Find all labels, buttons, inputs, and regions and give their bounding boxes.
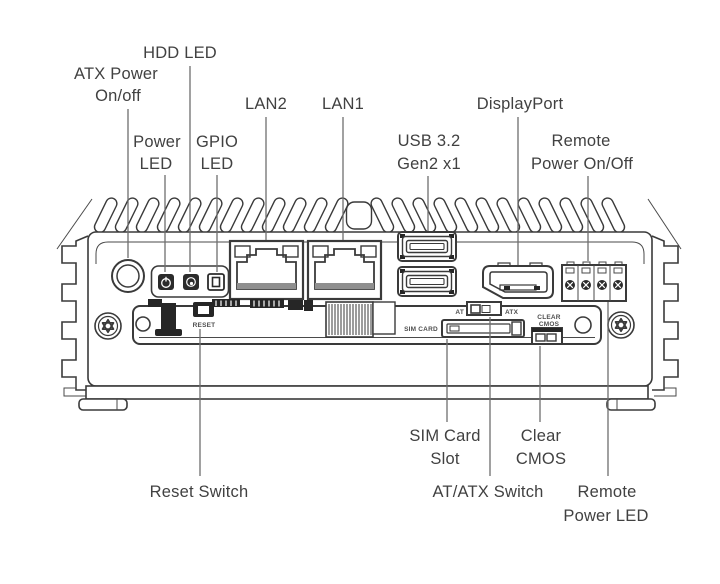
chassis-corner-right <box>647 198 682 250</box>
heatsink-fins <box>91 195 628 236</box>
remote-power-terminal-block <box>561 261 627 302</box>
heatsink-center-notch <box>345 201 373 230</box>
foot-right <box>606 398 656 411</box>
power-icon <box>161 276 171 288</box>
heatsink-block <box>325 301 396 338</box>
gpio-led-indicator <box>207 273 225 291</box>
torx-screw-left <box>94 312 122 340</box>
torx-screw-right <box>607 311 635 339</box>
label-reset-switch: Reset Switch <box>150 483 249 501</box>
sim-card-slot: SIM CARD <box>404 319 525 338</box>
label-at-atx-switch: AT/ATX Switch <box>432 483 543 501</box>
label-clear-cmos-line2: CMOS <box>516 450 566 468</box>
lan2-port <box>228 239 305 301</box>
label-atx-power-line2: On/off <box>95 87 141 105</box>
label-lan1: LAN1 <box>322 95 364 113</box>
tray-hole-left <box>135 316 151 332</box>
label-sim-card-line1: SIM Card <box>409 427 480 445</box>
clear-cmos-switch: CLEAR CMOS <box>531 314 563 345</box>
disk-activity-icon <box>186 277 196 287</box>
label-clear-cmos-line1: Clear <box>521 427 562 445</box>
usb-port-bottom <box>397 266 457 297</box>
gpio-icon <box>211 276 221 288</box>
label-displayport: DisplayPort <box>477 95 564 113</box>
label-hdd-led: HDD LED <box>143 44 217 62</box>
hdd-led-indicator <box>183 274 199 290</box>
tray-hole-right <box>574 316 592 334</box>
side-flare-right <box>654 377 677 397</box>
label-lan2: LAN2 <box>245 95 287 113</box>
side-fins-right <box>651 235 679 391</box>
power-led-indicator <box>158 274 174 290</box>
label-remote-power-led-line2: Power LED <box>563 507 648 525</box>
foot-left <box>78 398 128 411</box>
label-gpio-led-line2: LED <box>201 155 234 173</box>
atx-marking: ATX <box>505 309 519 316</box>
at-atx-switch: AT ATX <box>455 301 519 316</box>
clear-cmos-marking-line2: CMOS <box>539 321 560 328</box>
label-power-led-line1: Power <box>133 133 181 151</box>
base-plate <box>85 385 649 400</box>
port-row <box>111 231 627 302</box>
reset-marking: RESET <box>193 322 216 329</box>
labels: HDD LED ATX Power On/off Power LED GPIO … <box>74 44 648 525</box>
label-usb-line2: Gen2 x1 <box>397 155 461 173</box>
side-fins-left <box>61 235 89 391</box>
label-atx-power-line1: ATX Power <box>74 65 158 83</box>
label-usb-line1: USB 3.2 <box>398 132 461 150</box>
at-marking: AT <box>455 309 464 316</box>
label-remote-power-led-line1: Remote <box>578 483 637 501</box>
displayport-connector <box>482 262 554 299</box>
io-tray: RESET SIM CARD AT ATX CLEAR CMOS <box>132 299 602 345</box>
led-cluster <box>150 265 230 298</box>
terminal-screw-icons <box>565 280 623 290</box>
label-sim-card-line2: Slot <box>430 450 459 468</box>
label-remote-power-on-off-line2: Power On/Off <box>531 155 633 173</box>
atx-power-button <box>111 259 145 293</box>
label-power-led-line2: LED <box>140 155 173 173</box>
label-gpio-led-line1: GPIO <box>196 133 238 151</box>
lan1-port <box>306 239 383 301</box>
chassis-corner-left <box>56 198 93 250</box>
internal-components <box>148 299 396 338</box>
callout-lines <box>127 66 609 476</box>
side-flare-left <box>63 377 86 397</box>
reset-switch: RESET <box>193 302 216 329</box>
label-remote-power-on-off-line1: Remote <box>552 132 611 150</box>
clear-cmos-marking-line1: CLEAR <box>537 314 560 321</box>
sim-card-marking: SIM CARD <box>404 326 438 333</box>
usb-port-top <box>397 231 457 262</box>
